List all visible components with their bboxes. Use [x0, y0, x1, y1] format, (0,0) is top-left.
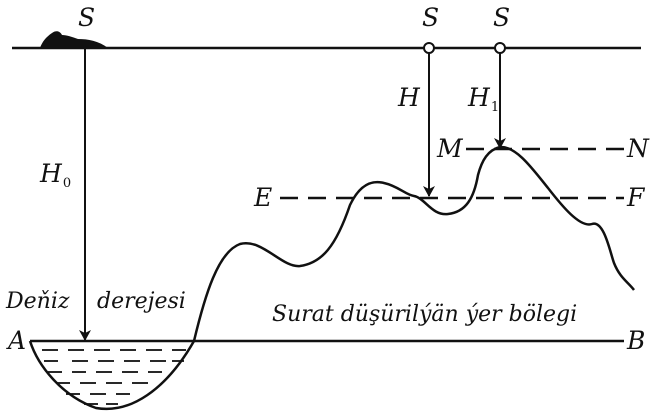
label-surface-text: Surat düşürilýän ýer bölegi: [272, 302, 577, 327]
station-circle-h: [423, 42, 435, 54]
label-h1-main: H: [467, 83, 491, 112]
label-derejesi: derejesi: [97, 289, 186, 314]
station-circle-h1: [494, 42, 506, 54]
label-b: B: [626, 326, 645, 355]
label-h0: H0: [39, 159, 71, 191]
label-h0-main: H: [39, 159, 63, 188]
label-h0-sub: 0: [63, 176, 71, 191]
boat-icon: [40, 31, 108, 48]
label-e: E: [253, 183, 272, 212]
label-h1: H1: [467, 83, 499, 115]
label-m: M: [436, 134, 464, 163]
label-deniz: Deňiz: [5, 289, 70, 314]
label-s-mid: S: [422, 3, 439, 32]
label-s-right: S: [493, 3, 510, 32]
label-h: H: [397, 83, 421, 112]
sea-basin-curve: [28, 340, 196, 411]
label-f: F: [626, 183, 646, 212]
terrain-profile: [192, 145, 635, 342]
label-h1-sub: 1: [491, 100, 499, 115]
label-s-left: S: [78, 3, 95, 32]
label-a: A: [6, 326, 26, 355]
water-hatching: [42, 349, 186, 405]
label-n: N: [626, 134, 650, 163]
